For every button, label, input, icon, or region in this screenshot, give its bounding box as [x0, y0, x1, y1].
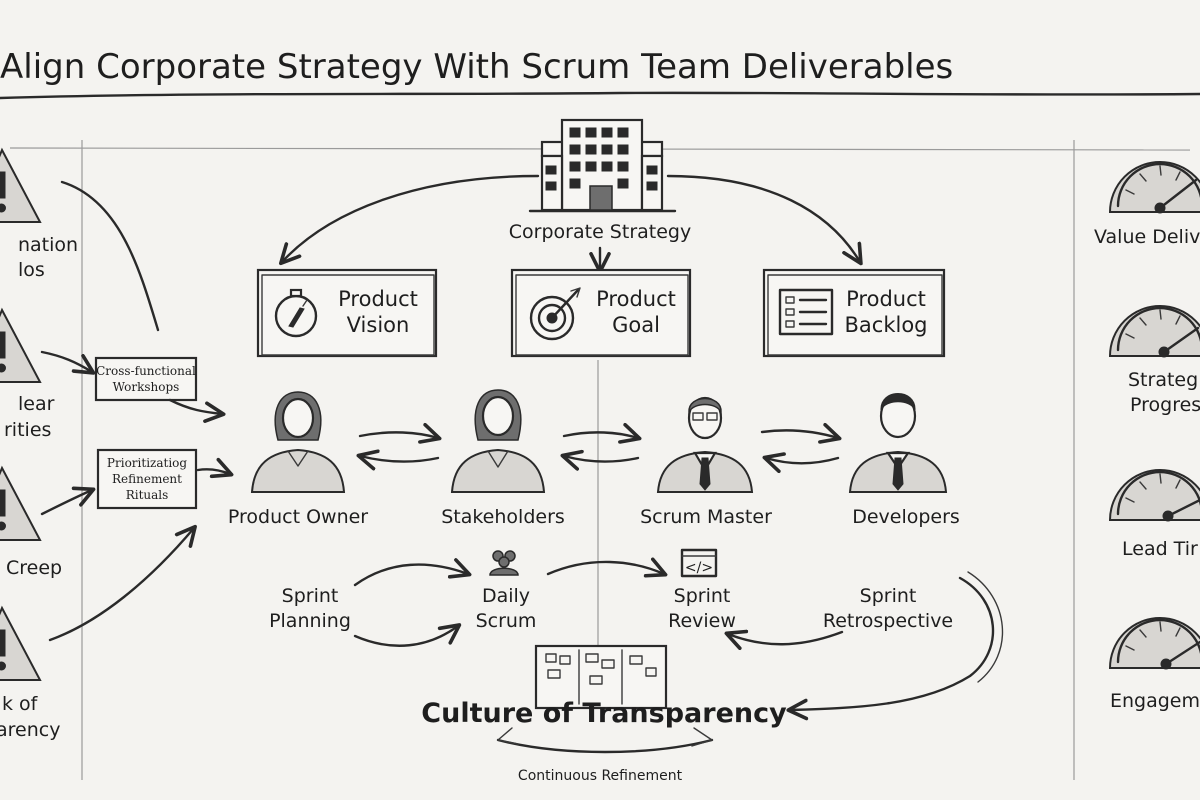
- code-window-icon: </>: [680, 548, 718, 578]
- arrow-sm-to-stakeholders: [560, 449, 640, 471]
- practice-refinement-line2: Refinement: [112, 472, 182, 486]
- event-sprint-retro-line1: Sprint: [860, 585, 917, 607]
- backlog-list-icon: [778, 288, 834, 336]
- metric-2-line2: Progres: [1130, 394, 1200, 416]
- warning-icon-2: [0, 307, 42, 383]
- gauge-icon-1: [1108, 161, 1200, 214]
- arrow-strategy-to-vision: [278, 174, 540, 266]
- role-developers: Developers: [852, 506, 960, 528]
- product-backlog-line2: Backlog: [845, 313, 928, 337]
- compass-icon: [274, 288, 318, 338]
- arrow-developers-to-sm: [762, 452, 840, 474]
- event-sprint-planning-line1: Sprint: [282, 585, 339, 607]
- event-sprint-review-line1: Sprint: [674, 585, 731, 607]
- arrow-refinement-to-po: [196, 457, 234, 479]
- warning-icon-3: [0, 465, 42, 541]
- practice-box-workshops: Cross-functional Workshops: [94, 356, 198, 402]
- practice-refinement-line3: Rituals: [126, 488, 169, 502]
- gauge-icon-2: [1108, 305, 1200, 358]
- event-daily-scrum-line1: Daily: [482, 585, 530, 607]
- arrow-po-to-stakeholders: [358, 422, 442, 444]
- product-owner-figure: [250, 391, 346, 493]
- challenge-3-line1: Creep: [6, 557, 62, 579]
- arrow-challenge2-to-workshops: [40, 350, 96, 375]
- arrow-planning-to-daily: [353, 558, 472, 587]
- role-stakeholders: Stakeholders: [441, 506, 565, 528]
- arrow-stakeholders-to-po: [356, 449, 440, 471]
- arrow-strategy-to-backlog: [666, 174, 863, 266]
- challenge-1-line1: nation: [18, 234, 78, 256]
- arrow-challenge4-up: [48, 524, 197, 642]
- scrum-master-figure: [656, 396, 754, 493]
- gauge-icon-4: [1108, 617, 1200, 670]
- warning-icon-1: [0, 147, 42, 223]
- event-sprint-planning-line2: Planning: [269, 610, 351, 632]
- gauge-icon-3: [1108, 469, 1200, 522]
- product-backlog-line1: Product: [846, 287, 926, 311]
- code-window-text: </>: [685, 560, 713, 576]
- practice-box-refinement: Prioritizatiog Refinement Rituals: [96, 448, 198, 510]
- product-goal-box: Product Goal: [510, 268, 692, 358]
- event-sprint-retro-line2: Retrospective: [823, 610, 953, 632]
- role-scrum-master: Scrum Master: [640, 506, 772, 528]
- arrow-challenge3-to-refinement: [40, 486, 96, 516]
- challenge-2-line2: rities: [4, 419, 51, 441]
- team-icon: [489, 550, 519, 576]
- product-backlog-box: Product Backlog: [762, 268, 946, 358]
- arrow-stakeholders-to-sm: [562, 422, 642, 444]
- stakeholders-figure: [450, 389, 546, 493]
- arrow-retro-to-culture: [786, 576, 995, 721]
- arrow-daily-to-review: [546, 557, 668, 578]
- culture-arc-head-left: [497, 727, 519, 745]
- product-goal-line2: Goal: [612, 313, 660, 337]
- corporate-strategy-label: Corporate Strategy: [509, 221, 691, 243]
- event-sprint-review-line2: Review: [668, 610, 736, 632]
- practice-refinement-line1: Prioritizatiog: [107, 456, 187, 470]
- continuous-refinement-label: Continuous Refinement: [518, 768, 683, 784]
- title-underline: [0, 91, 1200, 100]
- challenge-1-line2: los: [18, 259, 45, 281]
- event-daily-scrum-line2: Scrum: [476, 610, 537, 632]
- culture-arc: [496, 738, 714, 754]
- challenge-4-line1: k of: [2, 693, 39, 715]
- challenge-2-line1: lear: [18, 393, 55, 415]
- arrow-planning-to-daily-low: [353, 623, 462, 647]
- building-icon: [528, 118, 677, 213]
- culture-label: Culture of Transparency: [421, 698, 787, 729]
- developers-figure: [848, 393, 948, 493]
- metric-3-line1: Lead Tir: [1122, 538, 1198, 560]
- arrow-workshops-to-po: [168, 398, 226, 423]
- metric-2-line1: Strateg: [1128, 369, 1198, 391]
- arrow-challenge1-swoop: [60, 180, 160, 332]
- arrow-sm-to-developers: [760, 422, 842, 444]
- target-icon: [529, 287, 581, 341]
- arrow-retro-to-review: [724, 629, 844, 651]
- product-vision-line2: Vision: [347, 313, 410, 337]
- metric-1-line1: Value Deliv: [1094, 226, 1200, 248]
- practice-workshops-line1: Cross-functional: [96, 364, 196, 378]
- arrow-retro-to-culture-stroke: [967, 571, 1004, 683]
- role-product-owner: Product Owner: [228, 506, 368, 528]
- product-vision-line1: Product: [338, 287, 418, 311]
- page-title: Align Corporate Strategy With Scrum Team…: [0, 47, 953, 87]
- warning-icon-4: [0, 605, 42, 681]
- challenge-4-line2: arency: [0, 719, 60, 741]
- culture-arc-head-right: [691, 727, 713, 747]
- practice-workshops-line2: Workshops: [113, 380, 180, 394]
- product-vision-box: Product Vision: [256, 268, 438, 358]
- metric-4-line1: Engagem: [1110, 690, 1200, 712]
- kanban-board-icon: [534, 644, 668, 710]
- product-goal-line1: Product: [596, 287, 676, 311]
